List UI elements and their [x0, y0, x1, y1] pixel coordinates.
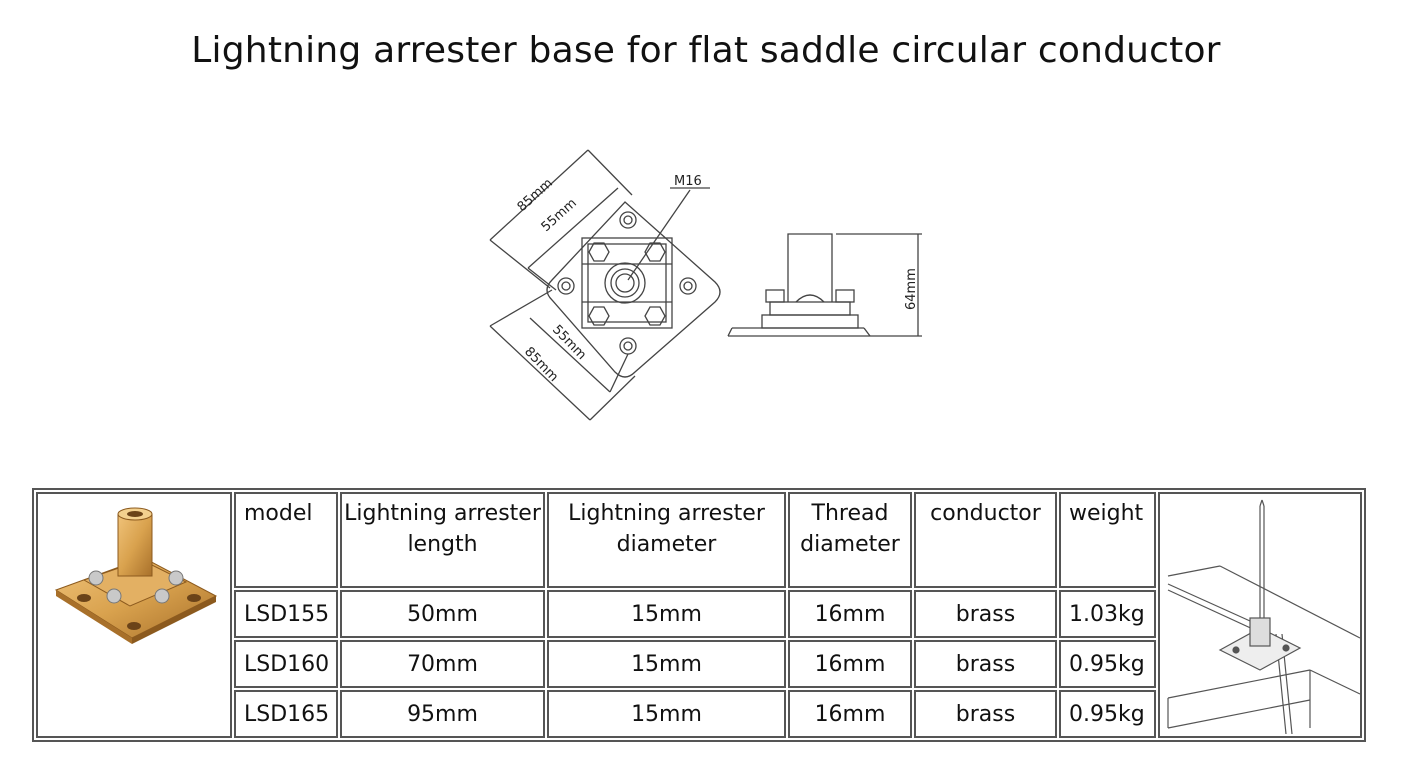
header-weight: weight — [1059, 492, 1156, 588]
cell-diameter: 15mm — [547, 640, 786, 688]
product-photo-cell — [36, 492, 232, 738]
table-row: LSD160 70mm 15mm 16mm brass 0.95kg — [36, 640, 1362, 688]
cell-diameter: 15mm — [547, 690, 786, 738]
cell-model: LSD155 — [234, 590, 338, 638]
installation-sketch — [1167, 499, 1360, 734]
cell-model: LSD165 — [234, 690, 338, 738]
cell-conductor: brass — [914, 690, 1057, 738]
table-header-row: model Lightning arrester length Lightnin… — [36, 492, 1362, 738]
table-row: LSD155 50mm 15mm 16mm brass 1.03kg — [36, 590, 1362, 638]
page-title: Lightning arrester base for flat saddle … — [191, 30, 1221, 71]
cell-length: 50mm — [340, 590, 545, 638]
header-conductor: conductor — [914, 492, 1057, 588]
brass-base-photo — [54, 507, 218, 644]
header-model: model — [234, 492, 338, 588]
cell-conductor: brass — [914, 590, 1057, 638]
label-85mm-top: 85mm — [515, 176, 556, 215]
bolt-hex — [644, 306, 666, 326]
cell-thread: 16mm — [788, 590, 912, 638]
cell-weight: 1.03kg — [1059, 590, 1156, 638]
cell-length: 95mm — [340, 690, 545, 738]
label-64mm: 64mm — [904, 268, 919, 310]
cell-model: LSD160 — [234, 640, 338, 688]
label-85mm-bottom: 85mm — [521, 344, 561, 385]
dimension-diagram: 85mm 55mm 55mm 85mm M16 64mm — [489, 149, 922, 421]
label-55mm-top: 55mm — [539, 196, 580, 235]
base-plate-outline — [546, 201, 721, 378]
cell-thread: 16mm — [788, 640, 912, 688]
cell-weight: 0.95kg — [1059, 690, 1156, 738]
header-length: Lightning arrester length — [340, 492, 545, 588]
cell-length: 70mm — [340, 640, 545, 688]
installation-sketch-cell — [1158, 492, 1362, 738]
cell-diameter: 15mm — [547, 590, 786, 638]
center-block — [581, 237, 673, 329]
bolt-hex — [588, 242, 610, 262]
technical-drawing: 85mm 55mm 55mm 85mm M16 64mm — [470, 140, 950, 440]
header-thread: Thread diameter — [788, 492, 912, 588]
cell-conductor: brass — [914, 640, 1057, 688]
thread-hole — [604, 262, 646, 304]
bolt-hex — [588, 306, 610, 326]
cell-weight: 0.95kg — [1059, 640, 1156, 688]
bolt-hex — [644, 242, 666, 262]
spec-table: model Lightning arrester length Lightnin… — [32, 488, 1366, 742]
table-row: LSD165 95mm 15mm 16mm brass 0.95kg — [36, 690, 1362, 738]
header-diameter: Lightning arrester diameter — [547, 492, 786, 588]
cell-thread: 16mm — [788, 690, 912, 738]
label-m16: M16 — [674, 174, 702, 189]
